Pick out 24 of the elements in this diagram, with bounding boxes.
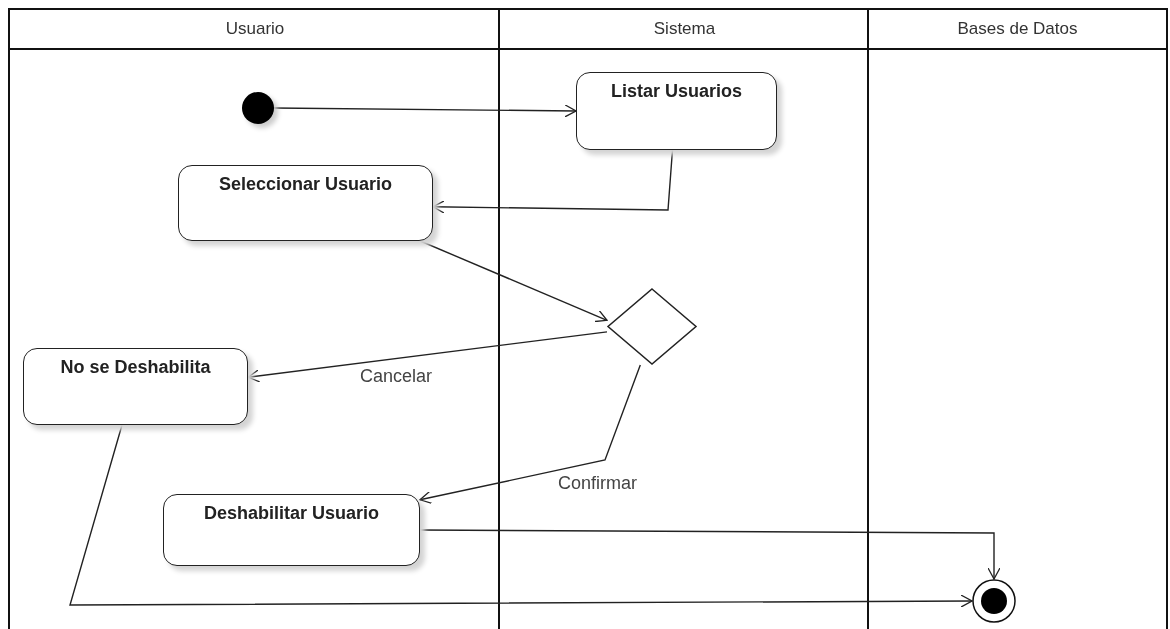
arrow bbox=[69, 424, 973, 608]
start-node bbox=[242, 92, 274, 124]
arrow bbox=[419, 529, 1001, 580]
swimlane bbox=[498, 8, 869, 629]
arrow bbox=[419, 364, 641, 504]
action-box bbox=[576, 72, 777, 150]
swimlane bbox=[867, 8, 1168, 629]
lane-title: Sistema bbox=[653, 19, 716, 39]
decision-diamond bbox=[607, 288, 697, 365]
lane-title: Bases de Datos bbox=[957, 19, 1078, 39]
arrow bbox=[273, 104, 577, 118]
swimlane bbox=[8, 8, 500, 629]
arrow bbox=[419, 240, 608, 323]
arrow bbox=[432, 149, 674, 214]
action-label: Deshabilitar Usuario bbox=[203, 503, 380, 524]
action-box bbox=[178, 165, 433, 241]
action-box bbox=[163, 494, 420, 566]
action-label: Listar Usuarios bbox=[610, 81, 742, 102]
lane-title: Usuario bbox=[225, 19, 285, 39]
end-node bbox=[972, 579, 1016, 623]
action-label: Seleccionar Usuario bbox=[218, 174, 393, 195]
arrow bbox=[247, 331, 608, 383]
action-box bbox=[23, 348, 248, 425]
action-label: No se Deshabilita bbox=[60, 357, 211, 378]
